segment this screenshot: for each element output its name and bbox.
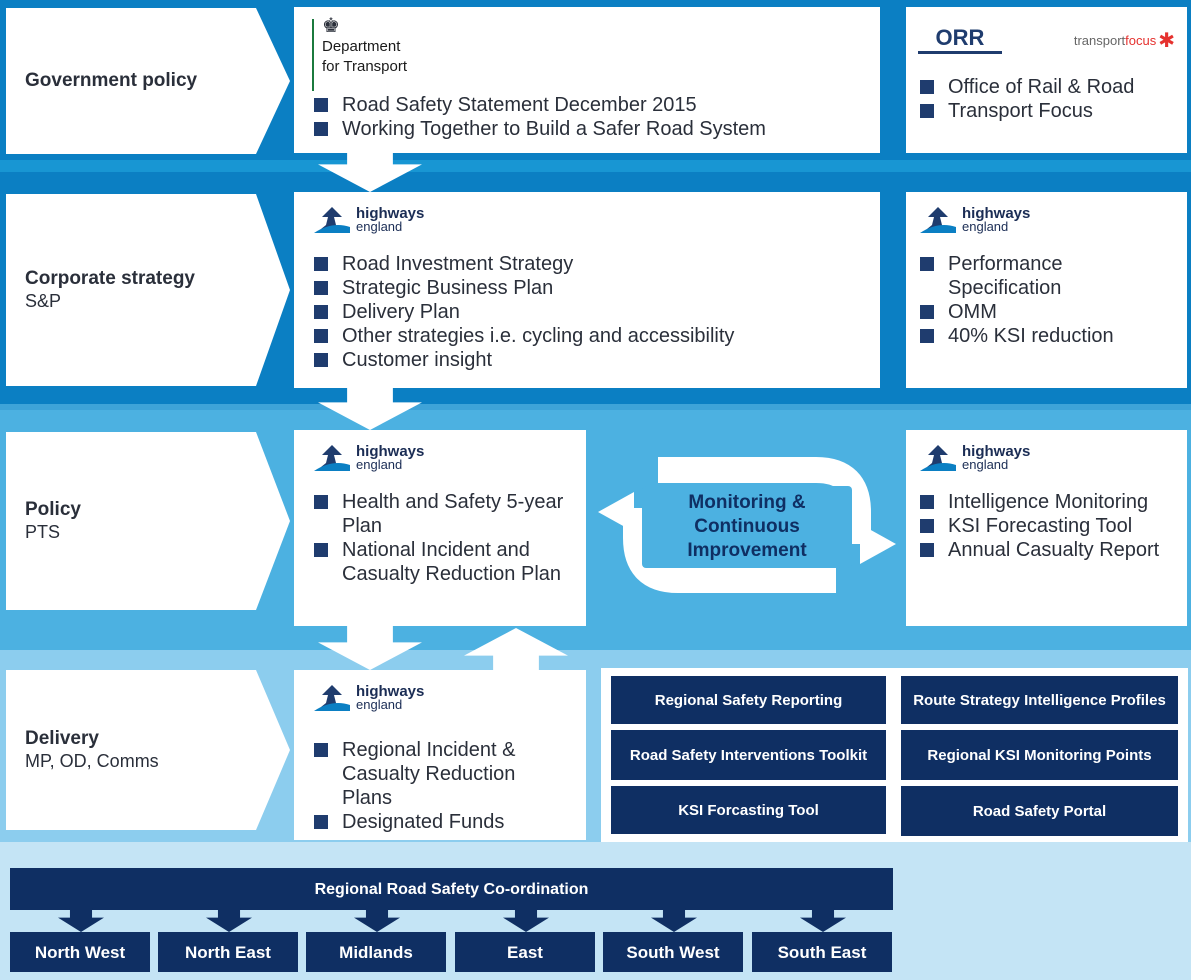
list-item: National Incident and Casualty Reduction… <box>312 538 568 586</box>
highways-logo-icon <box>314 445 350 471</box>
list-item: Delivery Plan <box>312 300 862 324</box>
dft-logo: ♚ Department for Transport <box>312 15 862 93</box>
row-subtitle: PTS <box>25 522 61 542</box>
list-item: Road Safety Statement December 2015 <box>312 93 862 117</box>
list-item: 40% KSI reduction <box>918 324 1175 348</box>
region-box: East <box>455 932 595 972</box>
region-box: Midlands <box>306 932 446 972</box>
list-item: Intelligence Monitoring <box>918 490 1175 514</box>
list-item: Working Together to Build a Safer Road S… <box>312 117 862 141</box>
tool-ksi-forecasting: KSI Forcasting Tool <box>611 786 886 834</box>
row-title: Delivery <box>25 728 99 749</box>
row-title: Corporate strategy <box>25 268 195 289</box>
list-item: Other strategies i.e. cycling and access… <box>312 324 862 348</box>
list-item: Customer insight <box>312 348 862 372</box>
row-label-delivery: Delivery MP, OD, Comms <box>6 670 290 830</box>
region-box: North East <box>158 932 298 972</box>
list-item: Strategic Business Plan <box>312 276 862 300</box>
row-label-policy: Policy PTS <box>6 432 290 610</box>
row-title: Policy <box>25 499 81 520</box>
highways-logo-icon <box>920 445 956 471</box>
tool-regional-safety-reporting: Regional Safety Reporting <box>611 676 886 724</box>
dft-name-line1: Department <box>322 38 401 55</box>
orr-logo: ORR <box>918 26 1002 54</box>
delivery-list: Regional Incident & Casualty Reduction P… <box>312 738 568 834</box>
dft-logo-bar <box>312 19 314 91</box>
list-item: KSI Forecasting Tool <box>918 514 1175 538</box>
person-icon: ✱ <box>1158 29 1175 52</box>
list-item: Office of Rail & Road <box>918 75 1175 99</box>
row-label-corporate: Corporate strategy S&P <box>6 194 290 386</box>
dft-name-line2: for Transport <box>322 58 408 75</box>
row-subtitle: MP, OD, Comms <box>25 751 159 771</box>
row-title: Government policy <box>25 70 198 91</box>
regional-coordination-bar: Regional Road Safety Co-ordination <box>10 868 893 910</box>
band-divider <box>0 404 1191 410</box>
region-box: South West <box>603 932 743 972</box>
row-subtitle: S&P <box>25 291 62 311</box>
list-item: Road Investment Strategy <box>312 252 862 276</box>
list-item: Health and Safety 5-year Plan <box>312 490 568 538</box>
list-item: OMM <box>918 300 1175 324</box>
highways-logo-icon <box>314 207 350 233</box>
region-box: North West <box>10 932 150 972</box>
cycle-arrows-icon <box>598 457 896 593</box>
cycle-label: Monitoring & Continuous Improvement <box>642 486 852 568</box>
list-item: Annual Casualty Report <box>918 538 1175 562</box>
tool-road-safety-portal: Road Safety Portal <box>901 786 1178 836</box>
band-divider <box>0 160 1191 172</box>
crest-icon: ♚ <box>322 15 340 37</box>
region-box: South East <box>752 932 892 972</box>
highways-logo-icon <box>920 207 956 233</box>
list-item: Transport Focus <box>918 99 1175 123</box>
list-item: Designated Funds <box>312 810 568 834</box>
dft-box: ♚ Department for Transport Road Safety S… <box>294 7 880 153</box>
highways-logo-icon <box>314 685 350 711</box>
list-item: Performance Specification <box>918 252 1175 300</box>
list-item: Regional Incident & Casualty Reduction P… <box>312 738 568 810</box>
tool-interventions-toolkit: Road Safety Interventions Toolkit <box>611 730 886 780</box>
row-label-government: Government policy <box>6 8 290 154</box>
tool-ksi-monitoring-points: Regional KSI Monitoring Points <box>901 730 1178 780</box>
tool-route-strategy-profiles: Route Strategy Intelligence Profiles <box>901 676 1178 724</box>
